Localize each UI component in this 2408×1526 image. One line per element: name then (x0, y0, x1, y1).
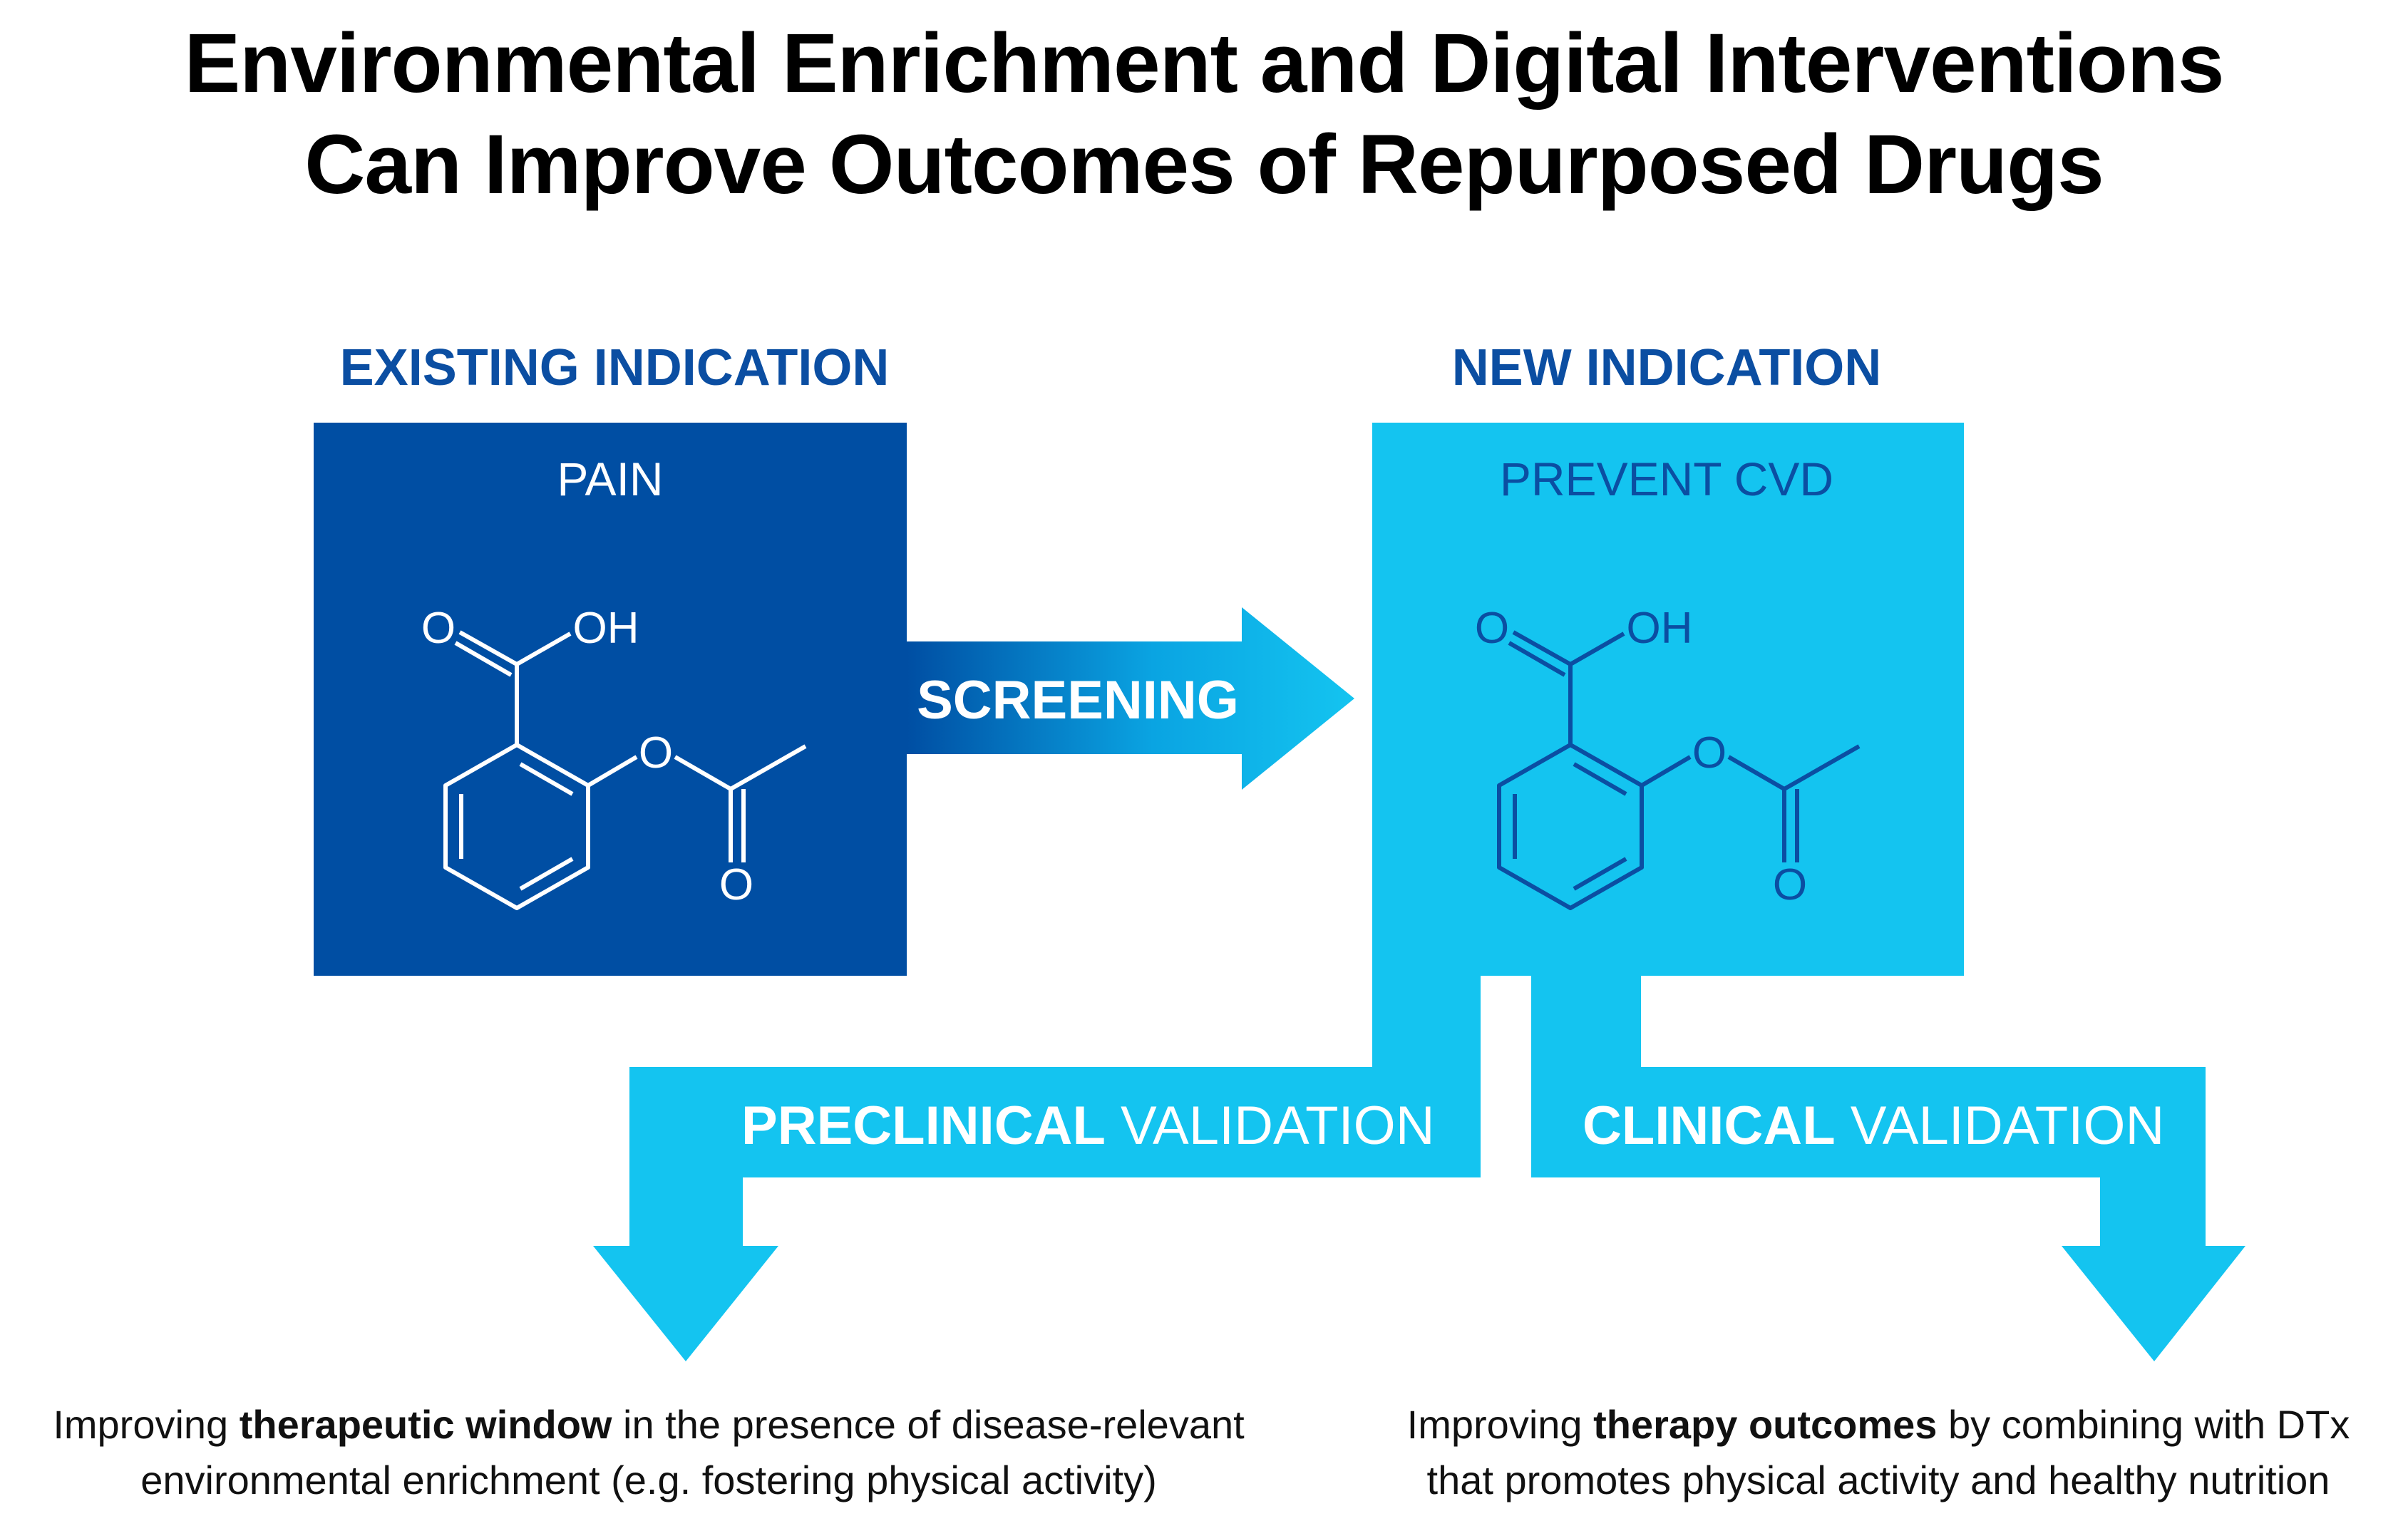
clinical-validation-label: CLINICAL VALIDATION (1583, 1095, 2164, 1156)
atom-o-carbonyl: O (1475, 604, 1509, 653)
new-indication-box (1372, 423, 1964, 976)
atom-o-ester: O (639, 728, 673, 778)
aspirin-molecule-white: O OH O O (421, 604, 806, 909)
preclinical-validation-label: PRECLINICAL VALIDATION (741, 1095, 1435, 1156)
therapy-outcomes-emphasis: therapy outcomes (1593, 1402, 1938, 1447)
preclinical-rest: VALIDATION (1106, 1095, 1435, 1156)
preclinical-caption-line-2: environmental enrichment (e.g. fostering… (140, 1458, 1157, 1502)
preclinical-caption-line-1: Improving therapeutic window in the pres… (53, 1402, 1245, 1447)
page-title: Environmental Enrichment and Digital Int… (0, 13, 2408, 215)
screening-label: SCREENING (917, 670, 1239, 731)
existing-indication-header: EXISTING INDICATION (340, 339, 890, 396)
title-line-1: Environmental Enrichment and Digital Int… (184, 16, 2224, 110)
clinical-rest: VALIDATION (1836, 1095, 2165, 1156)
atom-o-carbonyl: O (421, 604, 456, 653)
atom-oh: OH (573, 604, 639, 653)
atom-o-ester: O (1692, 728, 1727, 778)
clinical-caption-line-1: Improving therapy outcomes by combining … (1406, 1402, 2350, 1447)
existing-indication-label: PAIN (557, 453, 663, 505)
screening-arrow (907, 607, 1354, 790)
therapeutic-window-emphasis: therapeutic window (239, 1402, 612, 1447)
clinical-validation-arrow (1531, 976, 2245, 1361)
clinical-bold: CLINICAL (1583, 1095, 1836, 1156)
new-indication-header: NEW INDICATION (1452, 339, 1882, 396)
atom-o-acetyl: O (1773, 860, 1807, 909)
new-indication-label: PREVENT CVD (1500, 453, 1833, 505)
preclinical-bold: PRECLINICAL (741, 1095, 1106, 1156)
title-line-2: Can Improve Outcomes of Repurposed Drugs (304, 118, 2104, 212)
preclinical-caption: Improving therapeutic window in the pres… (7, 1397, 1290, 1508)
atom-o-acetyl: O (719, 860, 753, 909)
aspirin-molecule-blue: O OH O O (1475, 604, 1859, 909)
clinical-caption: Improving therapy outcomes by combining … (1354, 1397, 2402, 1508)
atom-oh: OH (1627, 604, 1693, 653)
existing-indication-box (314, 423, 907, 976)
preclinical-validation-arrow (593, 976, 1481, 1361)
clinical-caption-line-2: that promotes physical activity and heal… (1426, 1458, 2330, 1502)
